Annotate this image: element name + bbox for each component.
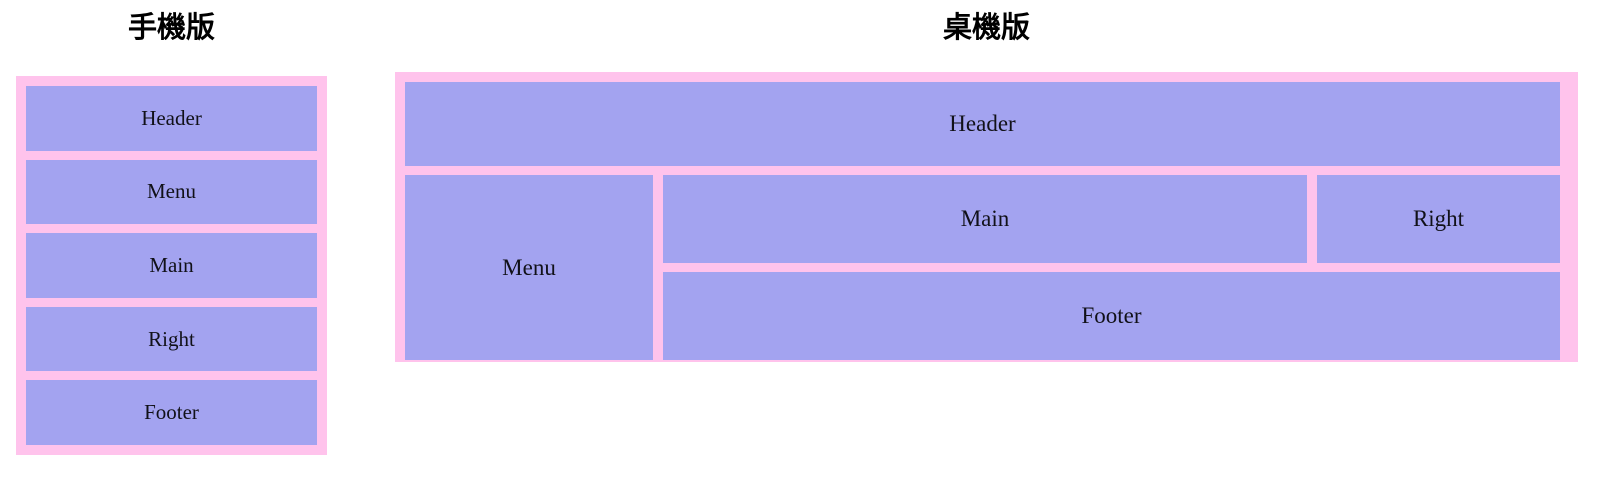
desktop-wireframe-container: Header Menu Main Right Footer <box>395 72 1578 362</box>
desktop-block-right: Right <box>1317 175 1560 263</box>
mobile-block-right: Right <box>26 306 317 372</box>
desktop-block-header: Header <box>405 82 1560 166</box>
desktop-layout-title: 桌機版 <box>942 12 1030 44</box>
mobile-block-main: Main <box>26 233 317 298</box>
mobile-layout-title: 手機版 <box>127 12 215 44</box>
mobile-block-header: Header <box>26 86 317 151</box>
mobile-block-menu: Menu <box>26 159 317 225</box>
desktop-block-footer: Footer <box>663 272 1560 360</box>
mobile-block-footer: Footer <box>26 380 317 445</box>
mobile-wireframe-container: Header Menu Main Right Footer <box>16 76 327 455</box>
desktop-block-menu: Menu <box>405 175 653 360</box>
desktop-block-main: Main <box>663 175 1307 263</box>
